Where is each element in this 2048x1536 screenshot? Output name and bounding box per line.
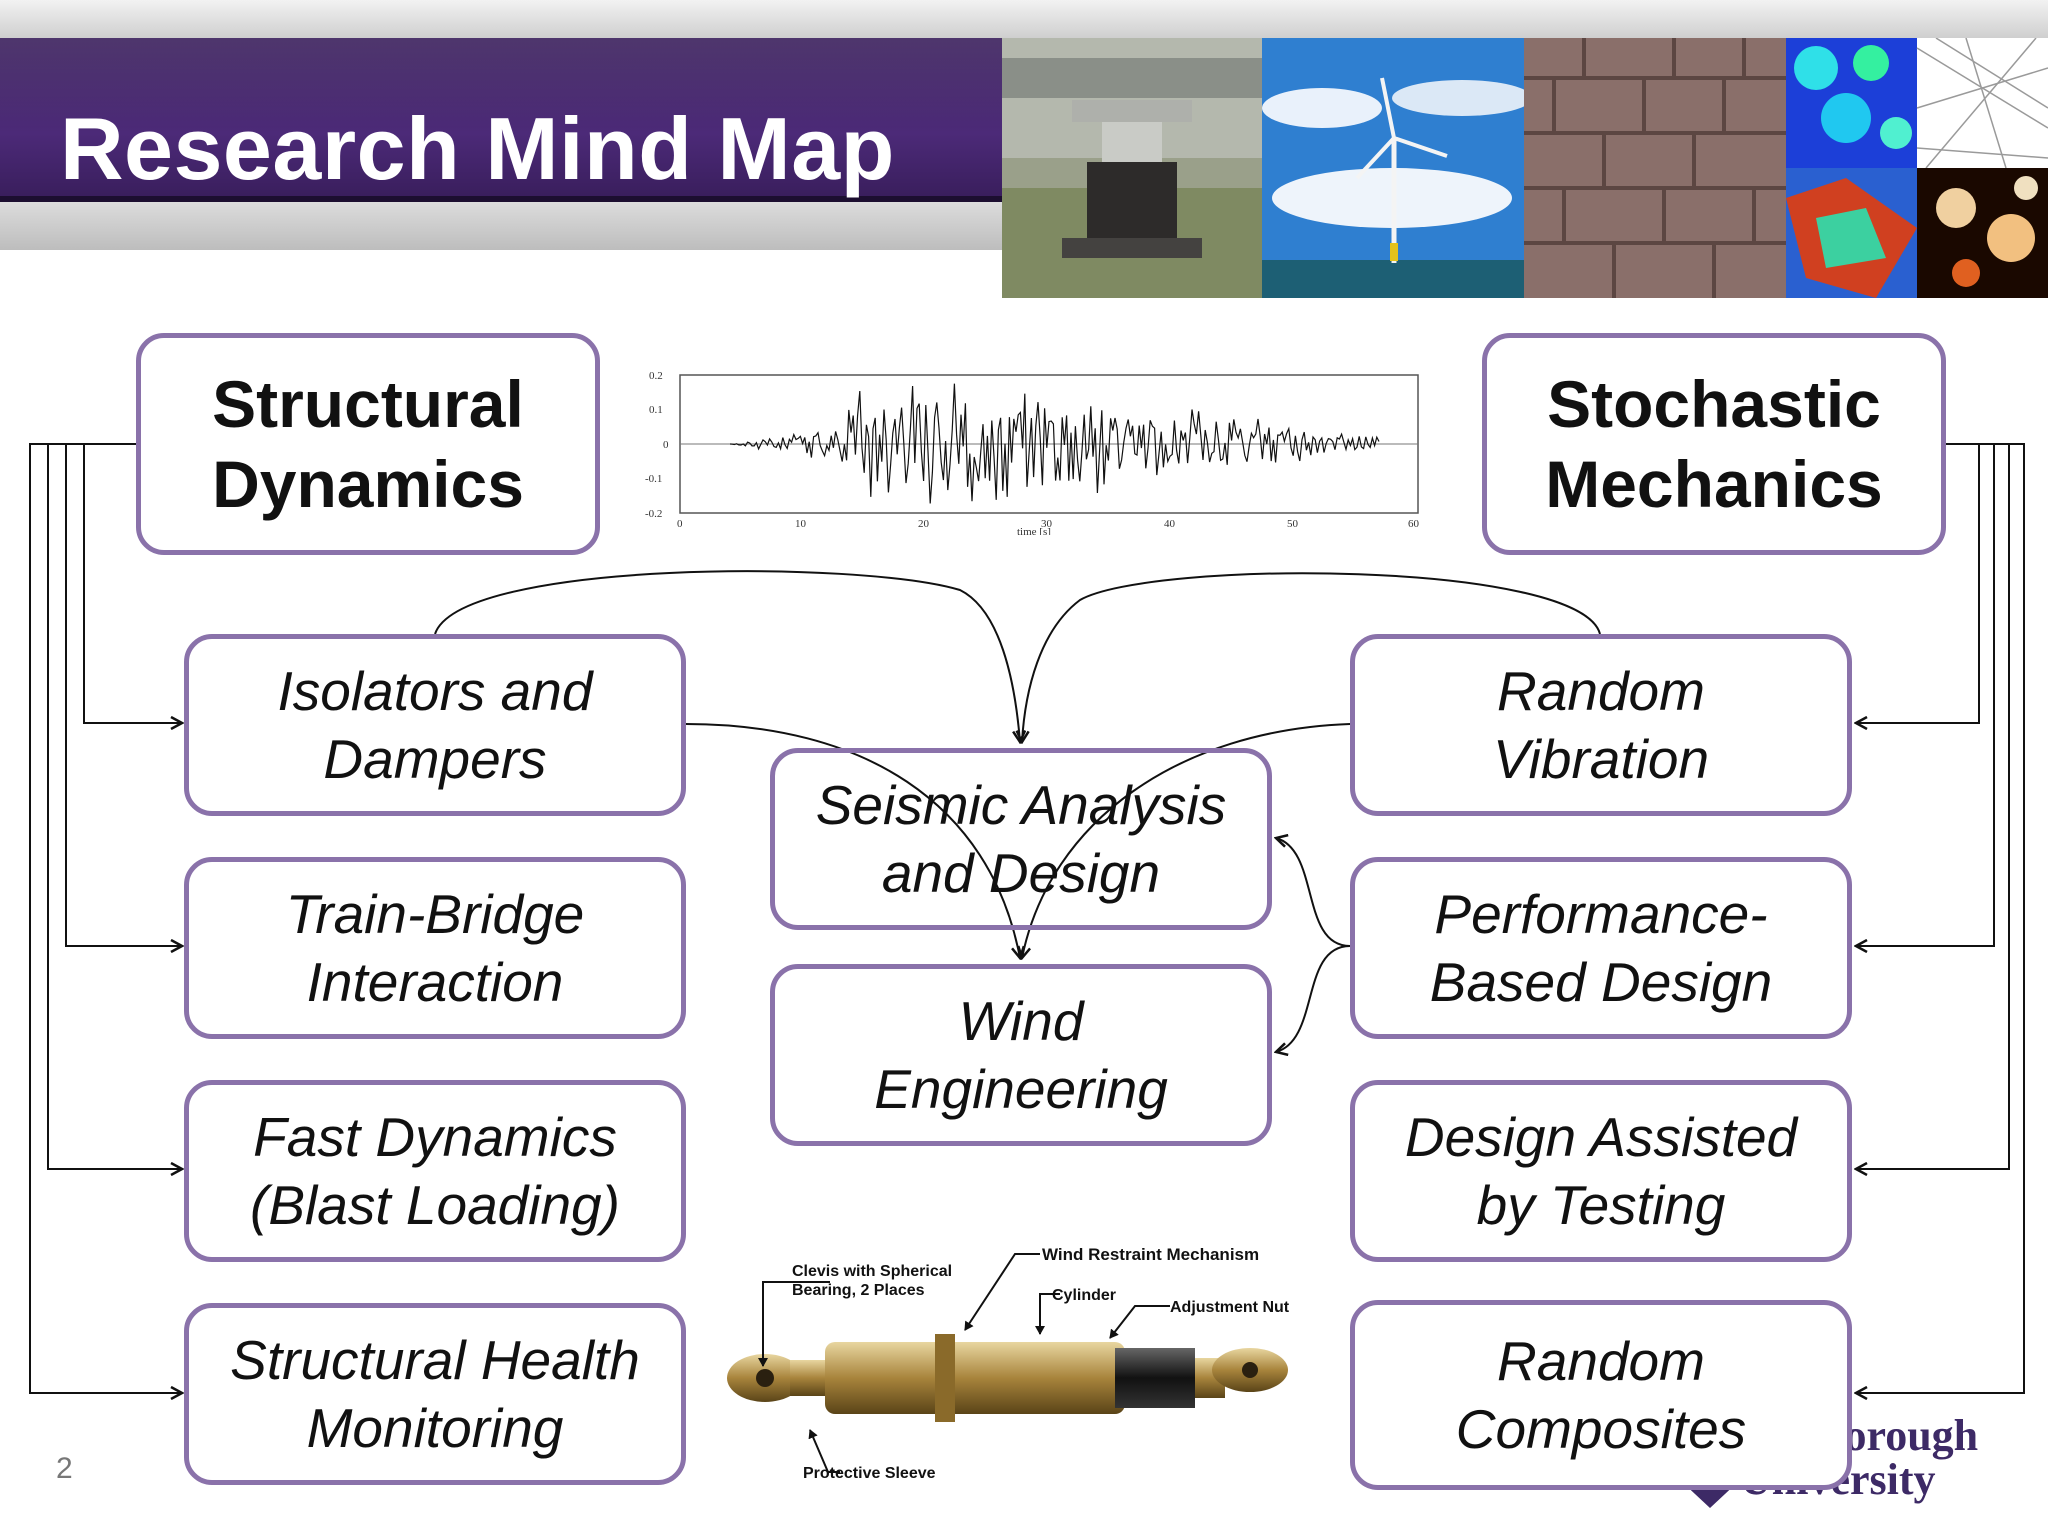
topic-seismic-analysis: Seismic Analysis and Design: [770, 748, 1272, 930]
top-strip: [0, 0, 2048, 38]
topic-random-composites-overlay: Random Composites: [1350, 1300, 1852, 1490]
x-axis-label: time [s]: [1017, 526, 1051, 535]
x-tick-label: 10: [795, 518, 807, 530]
x-tick-label: 50: [1287, 518, 1299, 530]
y-tick-label: 0: [663, 439, 669, 451]
topic-wind-engineering: Wind Engineering: [770, 964, 1272, 1146]
damper-label-wind-restraint: Wind Restraint Mechanism: [1042, 1245, 1259, 1264]
wind-turbine-photo: [1262, 38, 1524, 298]
x-tick-label: 0: [677, 518, 683, 530]
bearing-photo: [1002, 38, 1262, 298]
x-tick-label: 20: [918, 518, 930, 530]
topic-structural-health-monitoring: Structural Health Monitoring: [184, 1303, 686, 1485]
topic-fast-dynamics: Fast Dynamics (Blast Loading): [184, 1080, 686, 1262]
x-tick-label: 40: [1164, 518, 1176, 530]
page-number: 2: [56, 1452, 73, 1485]
y-tick-label: 0.2: [649, 370, 663, 382]
topic-design-assisted-testing: Design Assisted by Testing: [1350, 1080, 1852, 1262]
topic-random-vibration: Random Vibration: [1350, 634, 1852, 816]
seismic-accelerogram: 0.2 0.1 0 -0.1 -0.2 0 10 20 30 40 50 60 …: [645, 370, 1420, 535]
random-media-photo: [1786, 38, 2048, 298]
damper-label-protective-sleeve: Protective Sleeve: [803, 1465, 936, 1482]
y-tick-label: 0.1: [649, 404, 663, 416]
damper-label-adjustment-nut: Adjustment Nut: [1170, 1299, 1290, 1316]
topic-performance-based-design: Performance- Based Design: [1350, 857, 1852, 1039]
x-tick-label: 30: [1041, 518, 1053, 530]
topic-isolators-dampers: Isolators and Dampers: [184, 634, 686, 816]
y-tick-label: -0.1: [645, 473, 662, 485]
masonry-wall-photo: [1524, 38, 1786, 298]
title-banner: [0, 38, 1002, 250]
damper-label-cylinder: Cylinder: [1052, 1287, 1116, 1304]
topic-stochastic-mechanics: Stochastic Mechanics: [1482, 333, 1946, 555]
acceleration-trace: [729, 383, 1380, 504]
topic-train-bridge-interaction: Train-Bridge Interaction: [184, 857, 686, 1039]
y-tick-label: -0.2: [645, 508, 662, 520]
slide-title: Research Mind Map: [60, 99, 895, 198]
topic-structural-dynamics: Structural Dynamics: [136, 333, 600, 555]
x-tick-label: 60: [1408, 518, 1420, 530]
